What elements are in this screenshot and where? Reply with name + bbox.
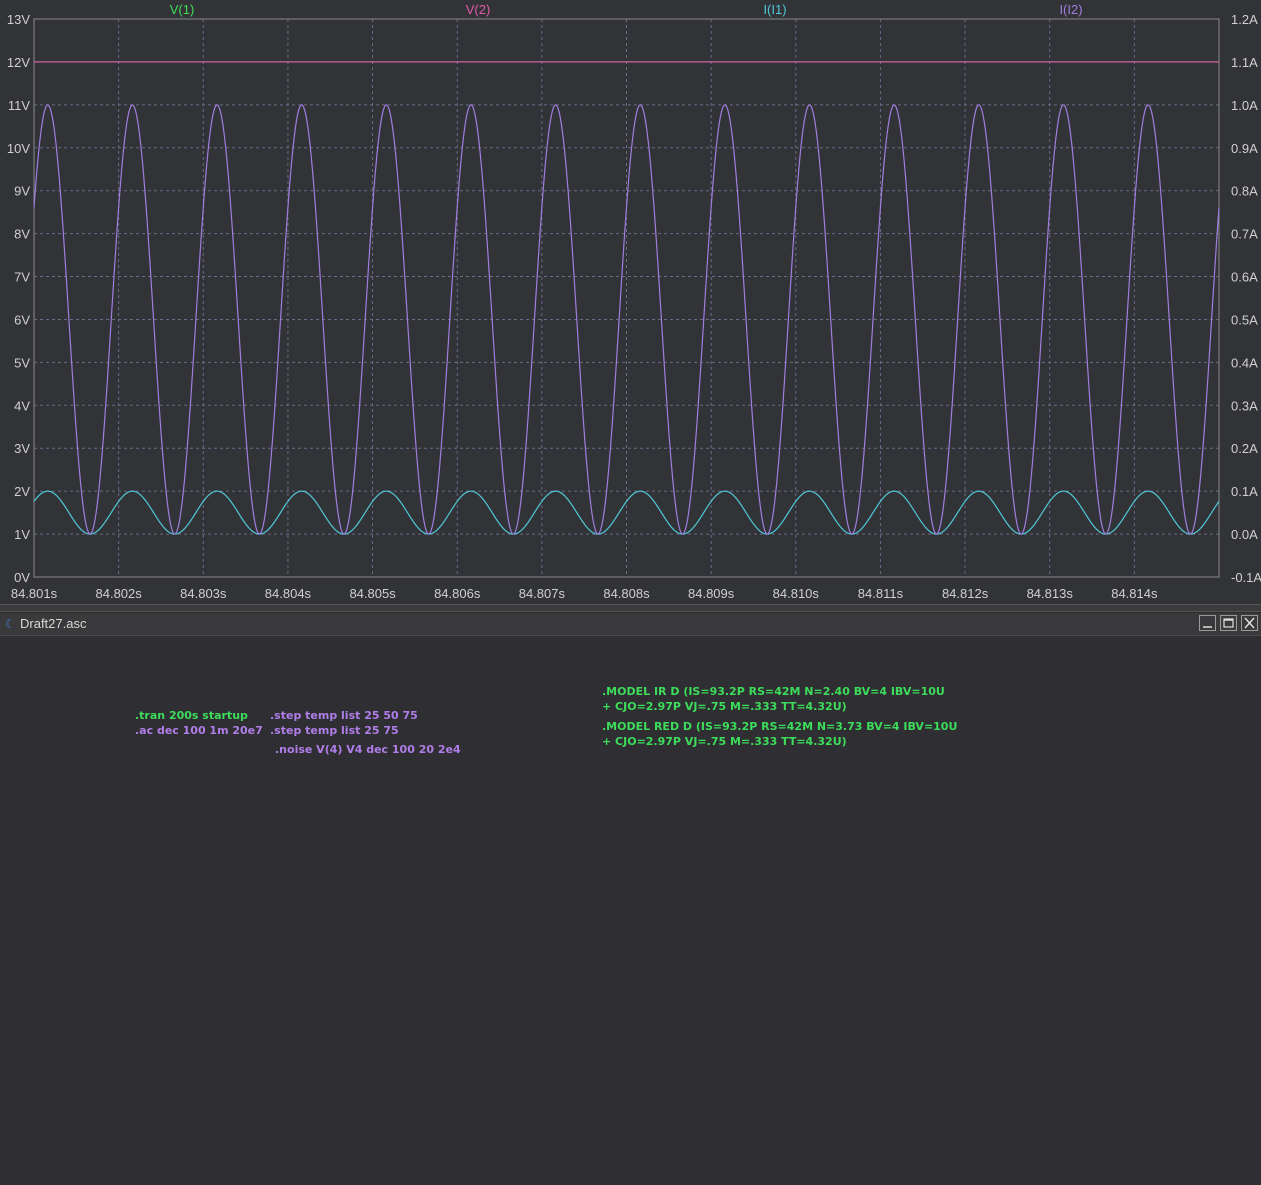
trace-label[interactable]: V(1) bbox=[170, 2, 195, 17]
y-right-tick-label: 0.6A bbox=[1231, 270, 1258, 285]
y-left-tick-label: 1V bbox=[14, 527, 30, 542]
y-left-tick-label: 3V bbox=[14, 441, 30, 456]
x-tick-label: 84.810s bbox=[773, 586, 820, 601]
y-right-tick-label: 0.7A bbox=[1231, 227, 1258, 242]
y-left-tick-label: 13V bbox=[7, 12, 30, 27]
x-tick-label: 84.806s bbox=[434, 586, 481, 601]
x-tick-label: 84.805s bbox=[349, 586, 396, 601]
y-left-tick-label: 11V bbox=[8, 98, 30, 113]
y-right-tick-label: 0.4A bbox=[1231, 355, 1258, 370]
model-red-line-2[interactable]: + CJO=2.97P VJ=.75 M=.333 TT=4.32U) bbox=[602, 735, 847, 748]
y-left-tick-label: 12V bbox=[7, 55, 30, 70]
y-left-tick-label: 0V bbox=[14, 570, 30, 585]
y-right-tick-label: 0.2A bbox=[1231, 441, 1258, 456]
y-left-tick-label: 4V bbox=[14, 398, 30, 413]
maximize-icon bbox=[1223, 618, 1234, 628]
trace-label[interactable]: V(2) bbox=[466, 2, 491, 17]
waveform-plot[interactable]: 13V 1.2A 12V 1.1A 11V 1.0A 10V 0.9A 9V 0.8A 8V 0.7A… bbox=[0, 0, 1261, 606]
step-directive-2[interactable]: .step temp list 25 75 bbox=[270, 724, 399, 737]
trace-label[interactable]: I(I1) bbox=[763, 2, 786, 17]
schematic-app-icon: ☾ bbox=[5, 617, 16, 631]
y-right-tick-label: 1.0A bbox=[1231, 98, 1258, 113]
plot-grid bbox=[34, 19, 1219, 577]
waveform-plot-pane[interactable]: 13V 1.2A 12V 1.1A 11V 1.0A 10V 0.9A 9V 0.8A 8V 0.7A… bbox=[0, 0, 1261, 606]
close-icon bbox=[1244, 617, 1255, 629]
close-button[interactable] bbox=[1241, 615, 1258, 631]
window-title: Draft27.asc bbox=[20, 616, 87, 631]
y-left-tick-label: 9V bbox=[14, 184, 30, 199]
trace-label[interactable]: I(I2) bbox=[1059, 2, 1082, 17]
y-right-tick-label: 0.8A bbox=[1231, 184, 1258, 199]
model-ir-line-1[interactable]: .MODEL IR D (IS=93.2P RS=42M N=2.40 BV=4… bbox=[602, 685, 945, 698]
schematic-window-titlebar[interactable]: ☾ Draft27.asc bbox=[0, 613, 1261, 636]
x-tick-label: 84.812s bbox=[942, 586, 989, 601]
plot-traces bbox=[33, 61, 1220, 535]
plot-ticks: 13V 1.2A 12V 1.1A 11V 1.0A 10V 0.9A 9V 0.8A 8V 0.7A… bbox=[7, 12, 1261, 601]
x-tick-label: 84.811s bbox=[858, 586, 904, 601]
pane-splitter[interactable] bbox=[0, 604, 1261, 612]
schematic-drawing[interactable]: .tran 200s startup .ac dec 100 1m 20e7 .… bbox=[0, 636, 1261, 1185]
minimize-icon bbox=[1203, 626, 1212, 628]
y-right-tick-label: 0.0A bbox=[1231, 527, 1258, 542]
y-left-tick-label: 2V bbox=[14, 484, 30, 499]
tran-directive[interactable]: .tran 200s startup bbox=[135, 709, 248, 722]
y-left-tick-label: 8V bbox=[14, 227, 30, 242]
x-tick-label: 84.807s bbox=[519, 586, 566, 601]
x-tick-label: 84.813s bbox=[1027, 586, 1074, 601]
y-right-tick-label: 0.1A bbox=[1231, 484, 1258, 499]
spice-directives[interactable]: .tran 200s startup .ac dec 100 1m 20e7 .… bbox=[135, 685, 957, 756]
x-tick-label: 84.802s bbox=[96, 586, 143, 601]
x-tick-label: 84.804s bbox=[265, 586, 312, 601]
x-tick-label: 84.803s bbox=[180, 586, 227, 601]
y-left-tick-label: 6V bbox=[14, 312, 30, 327]
y-left-tick-label: 5V bbox=[14, 355, 30, 370]
ac-directive[interactable]: .ac dec 100 1m 20e7 bbox=[135, 724, 263, 737]
y-right-tick-label: 1.1A bbox=[1231, 55, 1258, 70]
y-left-tick-label: 10V bbox=[7, 141, 30, 156]
y-right-tick-label: 0.5A bbox=[1231, 312, 1258, 327]
maximize-button[interactable] bbox=[1220, 615, 1237, 631]
y-right-tick-label: -0.1A bbox=[1231, 570, 1261, 585]
noise-directive[interactable]: .noise V(4) V4 dec 100 20 2e4 bbox=[275, 743, 461, 756]
x-tick-label: 84.809s bbox=[688, 586, 735, 601]
minimize-button[interactable] bbox=[1199, 615, 1216, 631]
model-red-line-1[interactable]: .MODEL RED D (IS=93.2P RS=42M N=3.73 BV=… bbox=[602, 720, 957, 733]
y-right-tick-label: 0.9A bbox=[1231, 141, 1258, 156]
x-tick-label: 84.808s bbox=[603, 586, 650, 601]
x-tick-label: 84.801s bbox=[11, 586, 58, 601]
y-right-tick-label: 0.3A bbox=[1231, 398, 1258, 413]
x-tick-label: 84.814s bbox=[1111, 586, 1158, 601]
schematic-canvas[interactable]: .tran 200s startup .ac dec 100 1m 20e7 .… bbox=[0, 636, 1261, 1185]
step-directive-1[interactable]: .step temp list 25 50 75 bbox=[270, 709, 418, 722]
y-right-tick-label: 1.2A bbox=[1231, 12, 1258, 27]
y-left-tick-label: 7V bbox=[14, 270, 30, 285]
trace-labels[interactable]: V(1) V(2) I(I1) I(I2) bbox=[170, 2, 1083, 17]
trace-ii2 bbox=[33, 104, 1220, 535]
model-ir-line-2[interactable]: + CJO=2.97P VJ=.75 M=.333 TT=4.32U) bbox=[602, 700, 847, 713]
